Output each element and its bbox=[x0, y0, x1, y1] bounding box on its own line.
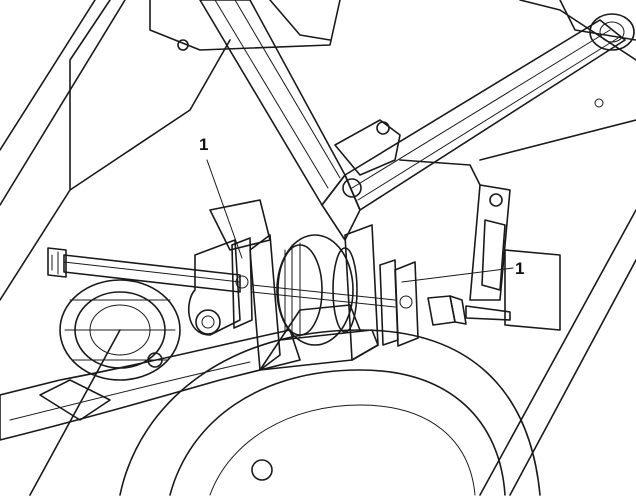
nut bbox=[427, 295, 511, 326]
bolt-shank bbox=[251, 284, 396, 308]
callout-label-right: 1 bbox=[515, 259, 524, 278]
housing-top-boss bbox=[334, 119, 481, 186]
callout-label-left: 1 bbox=[199, 135, 208, 154]
bushing-bracket bbox=[249, 224, 379, 371]
cam-bolt bbox=[47, 247, 241, 293]
bushing bbox=[276, 234, 358, 346]
clevis-knuckle bbox=[188, 199, 271, 336]
upper-frame-bracket bbox=[149, 0, 341, 51]
right-hardware bbox=[469, 184, 561, 331]
upper-control-arm bbox=[199, 0, 635, 241]
frame-rail-right bbox=[479, 0, 636, 496]
callout-leaders bbox=[206, 159, 514, 283]
frame-rail-left bbox=[0, 0, 231, 496]
cv-joint bbox=[39, 279, 181, 421]
bracket-ear-right bbox=[379, 259, 399, 346]
